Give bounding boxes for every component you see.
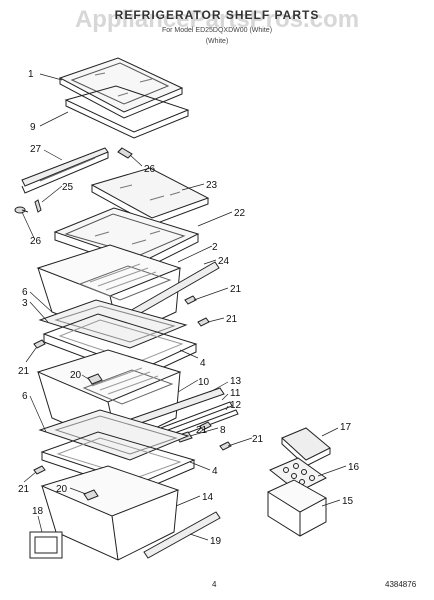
callout-21-b: 21 bbox=[226, 314, 238, 325]
diagram-title: REFRIGERATOR SHELF PARTS bbox=[114, 8, 320, 22]
callout-13: 13 bbox=[230, 376, 242, 387]
color-subtitle: (White) bbox=[205, 38, 229, 45]
part-26-screw-upper bbox=[117, 147, 133, 159]
part-27-shelf-rail bbox=[21, 147, 109, 194]
part-15-storage-bin bbox=[266, 479, 328, 537]
part-20-lower-control bbox=[83, 489, 99, 501]
callout-1: 1 bbox=[28, 69, 34, 80]
callout-23: 23 bbox=[206, 180, 218, 191]
part-1-glass-shelf bbox=[58, 57, 184, 119]
callout-6: 6 bbox=[22, 287, 28, 298]
part-23-half-shelf bbox=[90, 167, 210, 226]
part-21-guide-f bbox=[33, 465, 46, 475]
callout-22: 22 bbox=[234, 208, 246, 219]
part-25-screw bbox=[34, 199, 42, 213]
part-26-screw-lower bbox=[14, 206, 29, 214]
callout-21-a: 21 bbox=[230, 284, 242, 295]
part-20-humidity-control bbox=[87, 373, 103, 385]
callout-16: 16 bbox=[348, 462, 360, 473]
callout-18: 18 bbox=[32, 506, 44, 517]
part-18-label-card bbox=[29, 531, 63, 559]
callout-21-c: 21 bbox=[18, 366, 30, 377]
callout-14: 14 bbox=[202, 492, 214, 503]
callout-21-d: 21 bbox=[196, 425, 208, 436]
callout-15: 15 bbox=[342, 496, 354, 507]
callout-27: 27 bbox=[30, 144, 42, 155]
leader-lines bbox=[21, 73, 347, 541]
document-code: 4384876 bbox=[385, 580, 417, 589]
callout-9: 9 bbox=[30, 122, 36, 133]
callout-3: 3 bbox=[22, 298, 28, 309]
callout-21-e: 21 bbox=[252, 434, 264, 445]
callout-19: 19 bbox=[210, 536, 222, 547]
callout-8: 8 bbox=[220, 425, 226, 436]
callout-26: 26 bbox=[144, 164, 156, 175]
callout-24: 24 bbox=[218, 256, 230, 267]
model-line: For Model ED25DQXDW00 (White) bbox=[161, 27, 273, 34]
part-19-rod bbox=[143, 511, 221, 559]
callout-20: 20 bbox=[70, 370, 82, 381]
part-21-guide-a bbox=[184, 295, 197, 305]
page-number: 4 bbox=[212, 580, 217, 589]
callout-25: 25 bbox=[62, 182, 74, 193]
callout-12: 12 bbox=[230, 400, 242, 411]
callout-10: 10 bbox=[198, 377, 210, 388]
part-22-glass-shelf bbox=[53, 207, 200, 271]
callout-labels: 1 9 27 26 25 26 23 22 2 24 6 3 21 21 21 … bbox=[18, 69, 360, 547]
part-9-shelf-frame bbox=[64, 85, 190, 139]
callout-17: 17 bbox=[340, 422, 352, 433]
part-21-guide-d bbox=[199, 421, 212, 431]
part-17-egg-tray-cover bbox=[281, 427, 331, 467]
part-14-meat-pan bbox=[40, 465, 180, 561]
callout-26-b: 26 bbox=[30, 236, 42, 247]
part-21-guide-e bbox=[219, 441, 232, 451]
part-21-guide-b bbox=[197, 317, 210, 327]
part-21-guide-c bbox=[33, 339, 46, 349]
callout-4-b: 4 bbox=[212, 466, 218, 477]
callout-4: 4 bbox=[200, 358, 206, 369]
callout-11: 11 bbox=[230, 388, 241, 399]
callout-20-b: 20 bbox=[56, 484, 68, 495]
callout-2: 2 bbox=[212, 242, 218, 253]
callout-21-f: 21 bbox=[18, 484, 30, 495]
callout-6-b: 6 bbox=[22, 391, 28, 402]
